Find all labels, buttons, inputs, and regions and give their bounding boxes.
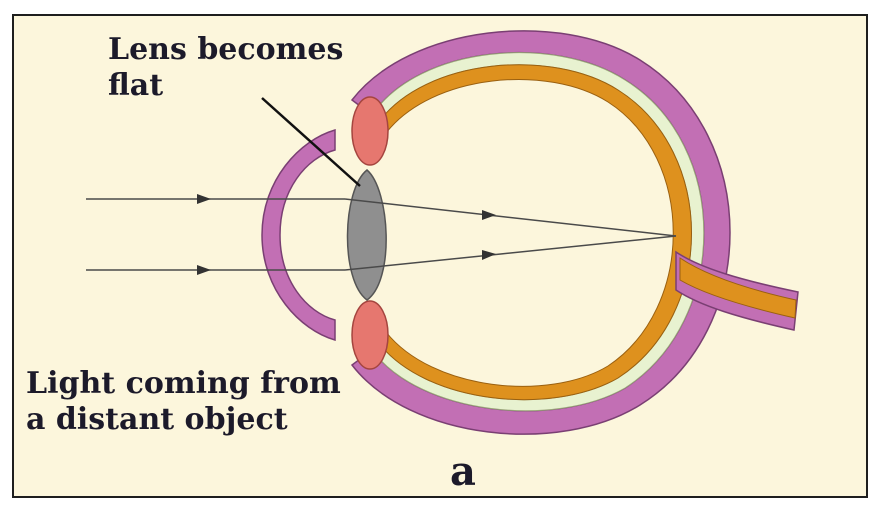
lens-label-line1: Lens becomes xyxy=(108,32,344,67)
ciliary-muscle-bottom xyxy=(351,300,389,370)
lens-label: Lens becomes flat xyxy=(108,32,343,104)
cornea xyxy=(261,129,336,341)
light-label-line1: Light coming from xyxy=(26,366,341,401)
arrow-icon xyxy=(482,250,496,260)
light-label-line2: a distant object xyxy=(26,402,288,437)
arrow-icon xyxy=(197,265,211,275)
arrow-icon xyxy=(482,210,496,220)
optic-nerve-core xyxy=(679,257,797,319)
choroid xyxy=(371,52,705,412)
lens-pointer-line xyxy=(261,97,361,187)
light-ray-upper-refracted xyxy=(344,198,677,237)
lens-label-line2: flat xyxy=(108,68,164,103)
arrow-icon xyxy=(197,194,211,204)
lens xyxy=(346,169,387,301)
light-ray-lower-refracted xyxy=(344,235,677,271)
light-label: Light coming from a distant object xyxy=(26,366,341,438)
ciliary-muscle-top xyxy=(351,96,389,166)
figure-caption: a xyxy=(450,448,476,495)
